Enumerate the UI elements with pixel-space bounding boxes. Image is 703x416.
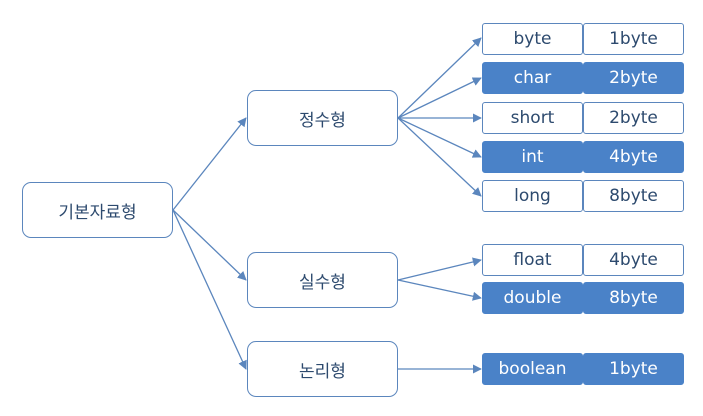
arrow-integer-to-char [397,77,482,119]
type-name-cell: long [482,180,583,212]
type-size-cell: 4byte [583,244,684,276]
arrow-root-to-real [172,209,247,281]
type-name-cell: float [482,244,583,276]
category-node-integer: 정수형 [247,90,398,146]
category-node-real: 실수형 [247,252,398,308]
type-name-cell: int [482,141,583,173]
type-name-cell: char [482,62,583,94]
category-node-logical: 논리형 [247,341,398,397]
arrow-real-to-float [397,257,482,281]
type-size-cell: 2byte [583,62,684,94]
type-size-cell: 1byte [583,23,684,55]
type-name-cell: short [482,102,583,134]
type-size-cell: 8byte [583,282,684,314]
arrow-root-to-integer [172,117,247,211]
type-name-cell: byte [482,23,583,55]
type-size-cell: 8byte [583,180,684,212]
arrow-integer-to-byte [397,37,482,119]
root-node: 기본자료형 [22,182,173,238]
arrow-root-to-logical [172,209,247,370]
type-name-cell: double [482,282,583,314]
type-size-cell: 2byte [583,102,684,134]
type-size-cell: 1byte [583,353,684,385]
arrow-integer-to-int [397,117,482,158]
arrow-real-to-double [397,279,482,301]
arrow-integer-to-long [397,117,482,197]
type-size-cell: 4byte [583,141,684,173]
type-name-cell: boolean [482,353,583,385]
